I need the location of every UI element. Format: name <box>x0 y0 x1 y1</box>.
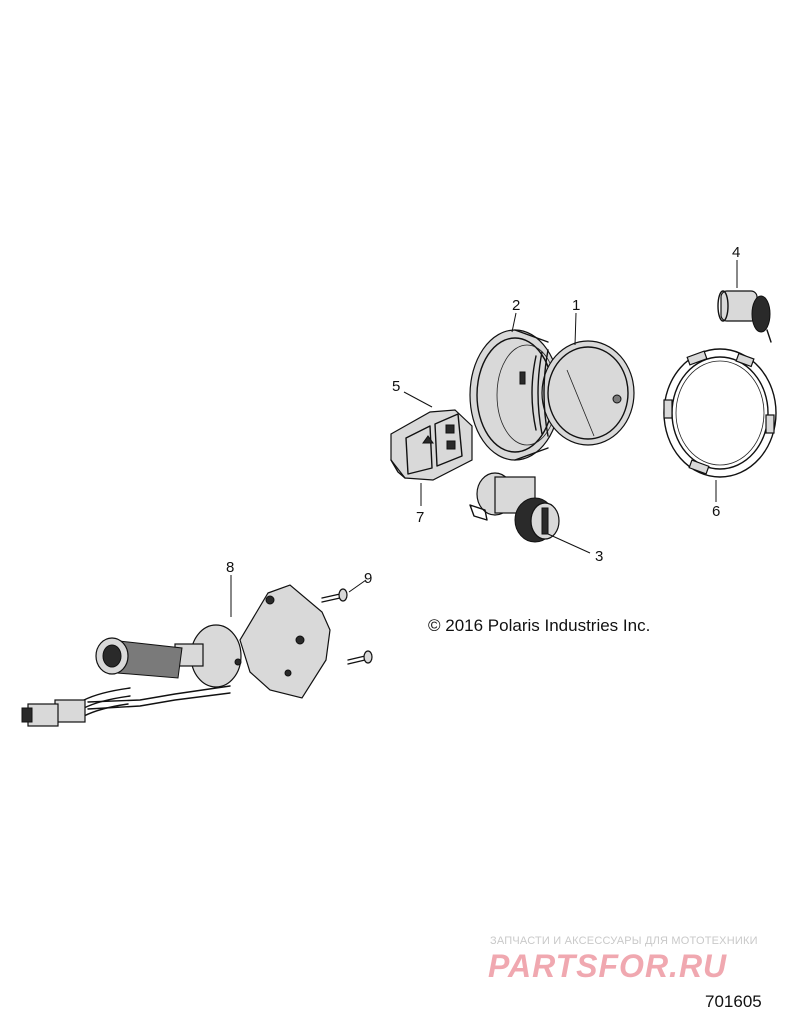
callout-6: 6 <box>712 503 720 520</box>
callout-leaders <box>230 260 738 617</box>
callout-1: 1 <box>572 297 580 314</box>
part-6-bezel-ring <box>663 348 777 478</box>
callout-3: 3 <box>595 548 603 565</box>
callout-2: 2 <box>512 297 520 314</box>
part-5-7-rocker-switches <box>390 409 473 481</box>
copyright-notice: © 2016 Polaris Industries Inc. <box>428 616 651 635</box>
callout-8: 8 <box>226 559 234 576</box>
callout-4: 4 <box>732 244 740 261</box>
part-1-gauge-face <box>531 340 635 446</box>
callout-7: 7 <box>416 509 424 526</box>
part-3-ignition-switch <box>469 472 560 543</box>
watermark-logo: PARTSFOR.RU <box>488 948 728 984</box>
watermark-caption: ЗАПЧАСТИ И АКСЕССУАРЫ ДЛЯ МОТОТЕХНИКИ <box>490 935 758 947</box>
part-9-screws <box>321 588 373 665</box>
diagram-number: 701605 <box>705 992 762 1011</box>
callout-5: 5 <box>392 378 400 395</box>
part-4-power-outlet <box>717 290 772 343</box>
callout-9: 9 <box>364 570 372 587</box>
part-8-switch-assembly <box>21 584 331 727</box>
